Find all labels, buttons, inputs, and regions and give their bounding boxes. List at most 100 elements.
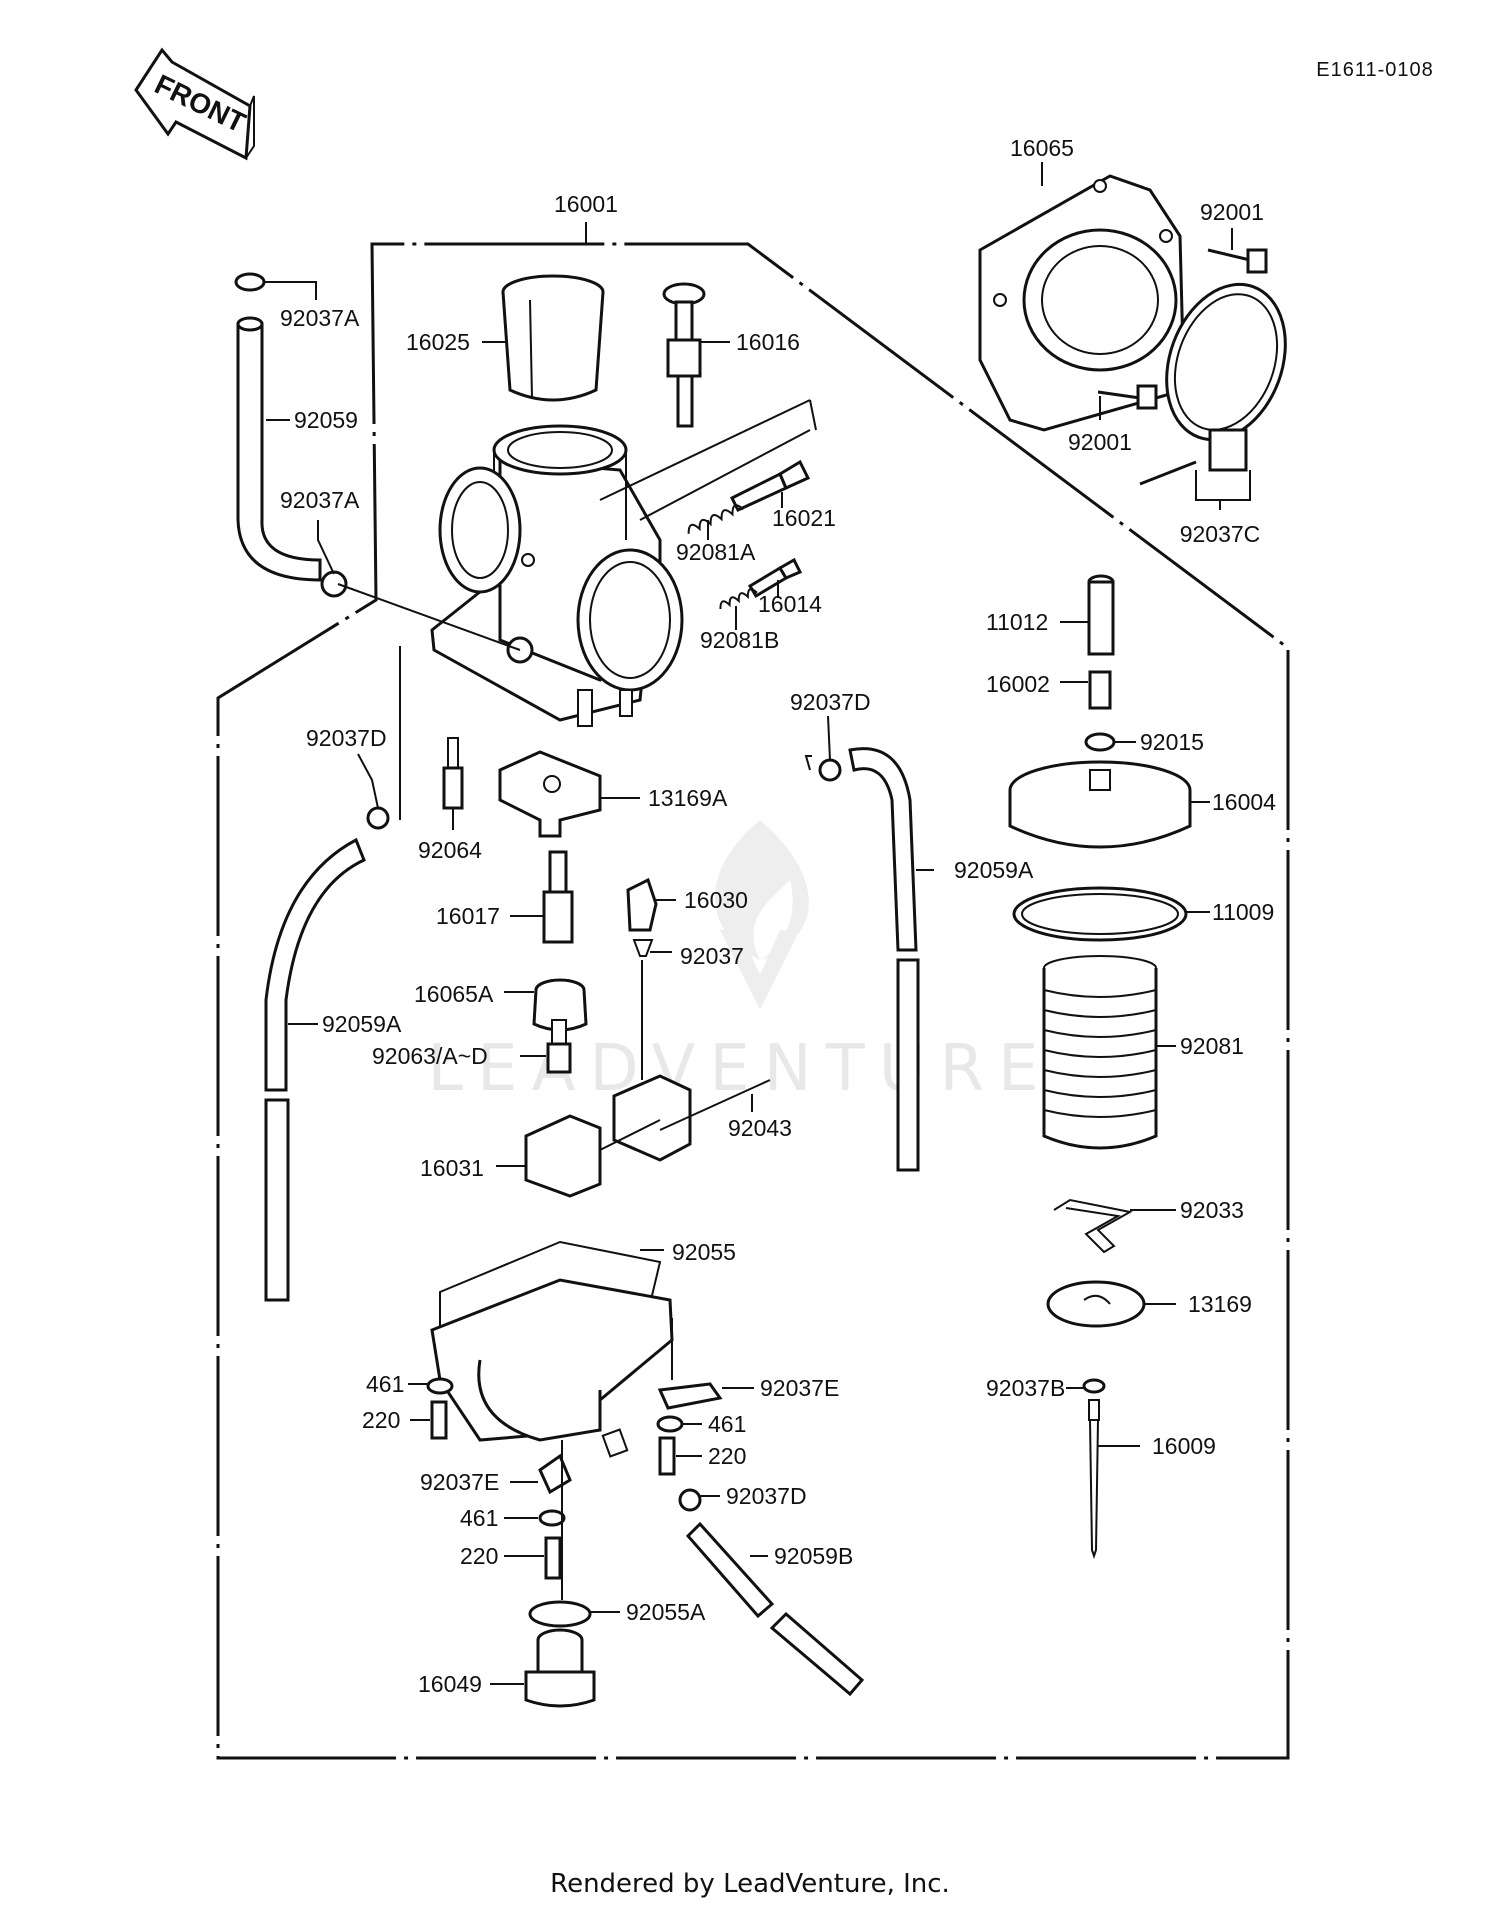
part-92059B-drawing	[685, 1521, 865, 1697]
part-92037B-drawing	[1082, 1378, 1106, 1394]
part-92043-drawing	[659, 1079, 771, 1131]
part-92063-drawing	[546, 1019, 572, 1074]
footer-credit: Rendered by LeadVenture, Inc.	[550, 1869, 950, 1899]
part-11009-drawing	[1012, 886, 1188, 942]
part-92081-drawing	[1042, 955, 1158, 1150]
diagram-code: E1611-0108	[1316, 59, 1434, 81]
part-label-16030: 16030	[684, 887, 748, 913]
watermark-text: LEADVENTURE	[428, 1032, 1053, 1106]
throttle-axis-line-2	[639, 429, 811, 521]
part-11012-drawing	[1087, 574, 1115, 656]
part-92037E-right-drawing	[657, 1382, 723, 1410]
leader-lines	[264, 162, 1233, 1685]
part-92064-drawing	[442, 737, 464, 810]
part-label-92037B: 92037B	[986, 1375, 1065, 1401]
front-arrow: FRONT	[134, 47, 255, 161]
part-float-bowl-drawing	[430, 1278, 674, 1458]
part-label-461-left: 461	[366, 1371, 404, 1397]
part-16016-drawing	[662, 282, 706, 428]
assembly-frame	[216, 242, 1290, 1760]
part-label-16065: 16065	[1010, 135, 1074, 161]
part-label-16049: 16049	[418, 1671, 482, 1697]
part-92055A-drawing	[528, 1600, 592, 1628]
part-label-92037: 92037	[680, 943, 744, 969]
part-label-461-bottom: 461	[460, 1505, 498, 1531]
part-label-92033: 92033	[1180, 1197, 1244, 1223]
part-16025-drawing	[501, 274, 605, 402]
part-16002-drawing	[1088, 670, 1112, 710]
part-label-92037D-right: 92037D	[790, 689, 871, 715]
part-92059A-left-hose-drawing	[264, 806, 390, 1302]
part-16004-drawing	[1008, 760, 1192, 849]
part-220-left-drawing	[430, 1400, 448, 1440]
part-label-92001-lower: 92001	[1068, 429, 1132, 455]
part-label-92063: 92063/A~D	[372, 1043, 488, 1069]
part-label-13169: 13169	[1188, 1291, 1252, 1317]
part-label-16065A: 16065A	[414, 981, 494, 1007]
part-label-220-bottom: 220	[460, 1543, 498, 1569]
part-92059A-right-hose-drawing	[818, 747, 920, 1172]
part-461-bottom-drawing	[538, 1509, 566, 1527]
part-label-16017: 16017	[436, 903, 500, 929]
part-label-92081: 92081	[1180, 1033, 1244, 1059]
part-label-16014: 16014	[758, 591, 822, 617]
part-label-11009: 11009	[1212, 899, 1274, 925]
part-220-bottom-drawing	[544, 1536, 562, 1580]
watermark-v-icon	[720, 930, 800, 1010]
part-220-right-drawing	[658, 1436, 676, 1476]
throttle-axis-line	[599, 399, 811, 501]
part-label-92081B: 92081B	[700, 627, 779, 653]
part-label-92059A-left: 92059A	[322, 1011, 402, 1037]
part-16009-drawing	[1088, 1399, 1100, 1560]
part-label-92037E-right: 92037E	[760, 1375, 839, 1401]
part-label-461-right: 461	[708, 1411, 746, 1437]
part-label-92055A: 92055A	[626, 1599, 706, 1625]
part-label-92037E-bottom: 92037E	[420, 1469, 499, 1495]
part-carburetor-body-drawing	[430, 424, 684, 727]
part-label-220-right: 220	[708, 1443, 746, 1469]
part-label-16002: 16002	[986, 671, 1050, 697]
part-label-220-left: 220	[362, 1407, 400, 1433]
part-label-92015: 92015	[1140, 729, 1204, 755]
part-label-92037A-lower: 92037A	[280, 487, 360, 513]
part-label-92037A-top: 92037A	[280, 305, 360, 331]
part-label-16031: 16031	[420, 1155, 484, 1181]
part-label-92059B: 92059B	[774, 1543, 853, 1569]
watermark-flame-icon	[715, 820, 809, 960]
watermark: LEADVENTURE	[428, 820, 1053, 1106]
part-label-92081A: 92081A	[676, 539, 756, 565]
part-16049-drawing	[524, 1628, 596, 1708]
part-92037E-bottom-drawing	[538, 1453, 572, 1495]
part-92059-hose-drawing	[234, 272, 348, 598]
part-label-92001-top: 92001	[1200, 199, 1264, 225]
part-16017-drawing	[542, 850, 574, 944]
part-label-16009: 16009	[1152, 1433, 1216, 1459]
part-label-13169A: 13169A	[648, 785, 728, 811]
part-label-92037C: 92037C	[1180, 521, 1261, 547]
part-label-92064: 92064	[418, 837, 482, 863]
front-arrow-icon	[134, 47, 252, 161]
part-label-92059: 92059	[294, 407, 358, 433]
part-label-92055: 92055	[672, 1239, 736, 1265]
part-13169A-drawing	[498, 750, 602, 838]
part-16021-drawing	[729, 459, 811, 512]
part-label-16004: 16004	[1212, 789, 1276, 815]
part-label-92043: 92043	[728, 1115, 792, 1141]
part-16030-drawing	[626, 877, 658, 957]
part-label-16016: 16016	[736, 329, 800, 355]
part-label-16021: 16021	[772, 505, 836, 531]
part-label-16001: 16001	[554, 191, 618, 217]
part-92033-drawing	[1053, 1198, 1133, 1254]
part-label-92037D-left: 92037D	[306, 725, 387, 751]
part-92001-lower-drawing	[1097, 384, 1158, 410]
part-label-16025: 16025	[406, 329, 470, 355]
part-labels: 16001 16065 92001 92001 92037C 92037A 92…	[280, 135, 1276, 1697]
part-92015-drawing	[1084, 732, 1116, 752]
part-16031-drawing	[524, 1074, 692, 1198]
part-16065-drawing	[978, 174, 1186, 432]
part-92037D-bottom-drawing	[678, 1488, 702, 1512]
part-label-11012: 11012	[986, 609, 1048, 635]
part-label-92037D-bottom: 92037D	[726, 1483, 807, 1509]
